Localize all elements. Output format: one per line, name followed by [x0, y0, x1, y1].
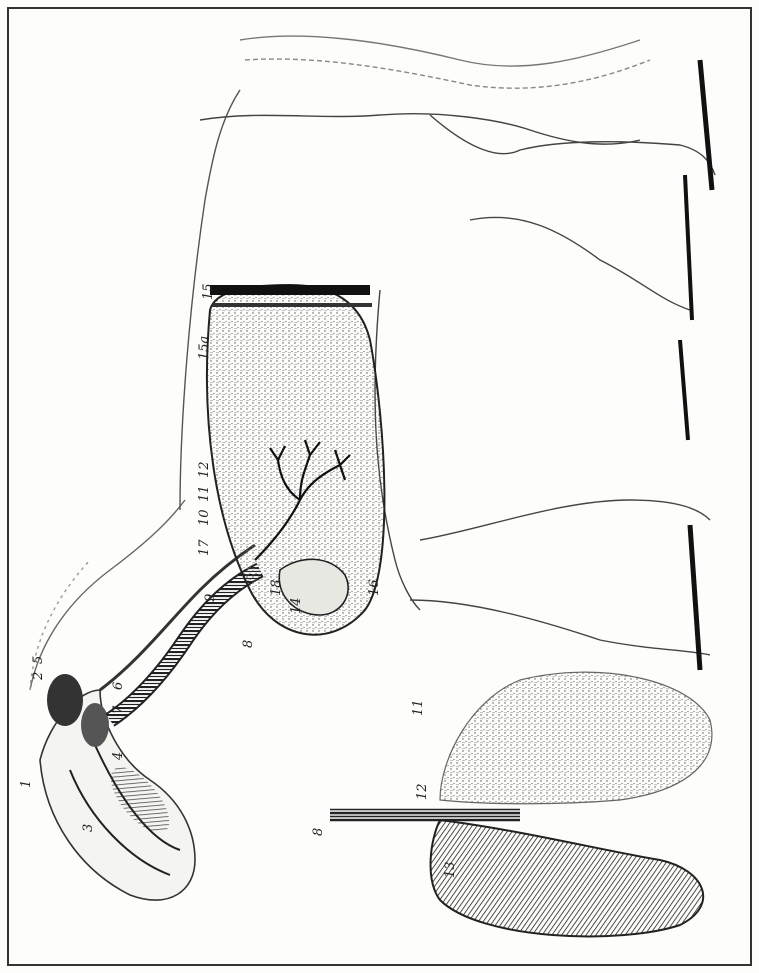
label-12: 12 — [197, 461, 212, 478]
inset-label-13: 13 — [443, 861, 458, 878]
label-1: 1 — [19, 780, 34, 788]
label-9: 9 — [203, 594, 218, 602]
inset-label-8: 8 — [311, 828, 326, 836]
label-15a: 15a — [197, 336, 212, 360]
label-4: 4 — [111, 752, 126, 761]
inset-left-lung — [440, 672, 712, 804]
inset-label-12: 12 — [415, 783, 430, 800]
label-17: 17 — [197, 539, 212, 556]
label-7: 7 — [111, 705, 126, 714]
inset-label-11: 11 — [411, 699, 426, 716]
label-8: 8 — [241, 640, 256, 648]
label-15: 15 — [201, 283, 216, 300]
label-11: 11 — [197, 485, 212, 502]
esophagus — [100, 545, 255, 690]
label-18: 18 — [269, 579, 284, 596]
inset-lungs — [330, 672, 712, 936]
label-6: 6 — [111, 682, 126, 690]
label-3: 3 — [81, 824, 96, 832]
inset-right-lung — [431, 820, 704, 936]
label-16: 16 — [367, 579, 382, 596]
label-2: 2 — [31, 672, 46, 681]
label-10: 10 — [197, 509, 212, 526]
label-5: 5 — [31, 656, 46, 664]
label-14: 14 — [289, 597, 304, 614]
